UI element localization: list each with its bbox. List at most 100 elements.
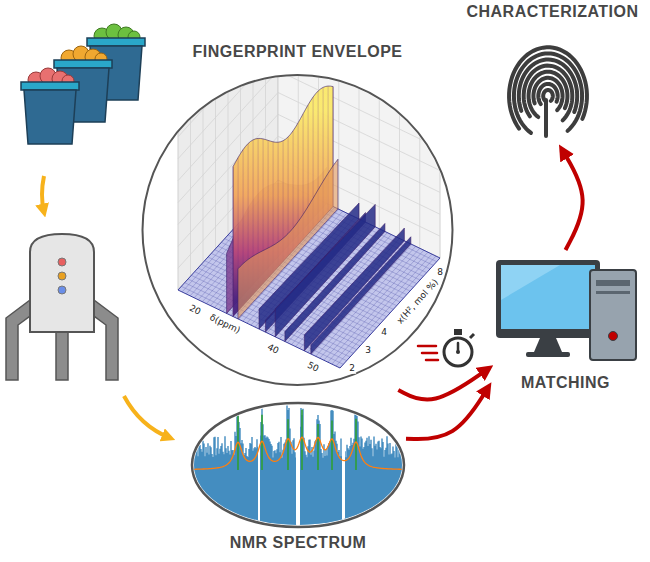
reactor (6, 234, 118, 380)
spectrum-line (271, 446, 272, 530)
spectrum-line (381, 439, 382, 530)
spectrum-line (321, 453, 322, 530)
node-label: FINGERPRINT ENVELOPE (188, 40, 406, 64)
fingerprint-icon (509, 47, 587, 136)
spectrum-line (340, 439, 341, 530)
spectrum-line (230, 441, 231, 530)
spectrum-line (236, 408, 237, 530)
node-label: MATCHING (517, 371, 614, 395)
spectrum-line (303, 438, 304, 530)
grid-line (419, 73, 420, 248)
spectrum-line (249, 443, 250, 530)
spectrum-line (395, 437, 396, 530)
spectrum-line (370, 440, 371, 530)
grid-line (379, 54, 380, 229)
computer (496, 260, 636, 360)
spectrum-line (207, 443, 208, 530)
axis-label-holder: 50 (304, 354, 324, 376)
flow-arrow (42, 176, 44, 212)
node-label: CHARACTERIZATION (462, 0, 642, 24)
fit-peak (331, 420, 333, 470)
nmr-spectrum (192, 404, 404, 530)
spectrum-line (293, 438, 294, 530)
circle-outline (143, 75, 453, 385)
spectrum-line (305, 455, 306, 530)
axis-label-holder: 2 (348, 357, 356, 375)
spectrum-line (222, 452, 223, 530)
spectrum-line (371, 448, 372, 530)
spectrum-line (280, 437, 281, 530)
axis-label: 50 (304, 359, 321, 375)
spectrum-line (225, 448, 226, 530)
axis-label: 8 (436, 267, 444, 278)
grid-line (399, 64, 400, 239)
spectrum-line (205, 447, 206, 530)
spectrum-line (214, 437, 215, 530)
spectrum-line (332, 411, 333, 530)
spectrum-line (355, 405, 356, 530)
icon-node: MATCHING (488, 250, 643, 395)
spectrum-line (263, 435, 264, 530)
spectrum-line (224, 436, 225, 530)
spectrum-line (317, 415, 318, 530)
spectrum-line (261, 404, 262, 530)
spectrum-line (356, 416, 357, 530)
spectrum-line (274, 450, 275, 530)
node-outline (140, 40, 455, 390)
spectrum-line (302, 409, 303, 530)
spectrum-line (309, 439, 310, 530)
axis-label-holder: 40 (264, 336, 284, 358)
spectrum-line (382, 442, 383, 530)
fit-peak (301, 410, 303, 470)
spectrum-line (373, 437, 374, 530)
axis-label-holder: δ(ppm) (206, 306, 245, 337)
spectrum-line (366, 438, 367, 530)
axis-label: 40 (264, 341, 281, 357)
spectrum-line (377, 441, 378, 530)
spectrum-line (217, 437, 218, 530)
axis-label: 3 (364, 345, 372, 356)
spectrum-line (231, 450, 232, 530)
spectrum-line (311, 447, 312, 530)
spectrum-line (290, 442, 291, 530)
shape-node: NMR SPECTRUM (190, 400, 406, 555)
axis-label-holder: x(H², mol %) (390, 272, 443, 328)
spectrum-line (278, 442, 279, 530)
flow-connector (398, 369, 488, 400)
spectrum-line (267, 438, 268, 530)
axis-label: 4 (380, 327, 388, 338)
spectrum-line (368, 436, 369, 530)
axis-label-holder: 3 (364, 339, 372, 357)
axis-label-holder: 20 (186, 297, 206, 319)
spectrum-line (221, 443, 222, 530)
spectrum-line (357, 421, 358, 530)
spectrum-line (196, 447, 197, 530)
axis-label-holder: 4 (380, 321, 388, 339)
spectrum-line (401, 453, 402, 530)
stopwatch (418, 329, 474, 366)
spectrum-line (227, 446, 228, 530)
axis-label: 2 (348, 363, 356, 374)
fit-curve (192, 437, 404, 469)
spectrum-line (331, 410, 332, 530)
spectrum-line (266, 436, 267, 530)
spectrum-line (323, 444, 324, 530)
spectrum-line (338, 450, 339, 530)
spectrum-line (389, 443, 390, 530)
spectrum-line (300, 408, 301, 530)
fit-peak (355, 419, 357, 470)
spectrum-line (211, 454, 212, 530)
axis-label: δ(ppm) (207, 312, 243, 337)
spectrum-line (213, 437, 214, 530)
spectrum-line (210, 447, 211, 530)
flow-connector (562, 150, 582, 250)
spectrum-line (379, 447, 380, 530)
spectrum-line (294, 452, 295, 530)
spectrum-line (386, 436, 387, 530)
spectrum-line (288, 408, 289, 530)
spectrum-line (203, 444, 204, 530)
spectrum-line (209, 446, 210, 530)
fingerprint-ridge (544, 100, 548, 136)
